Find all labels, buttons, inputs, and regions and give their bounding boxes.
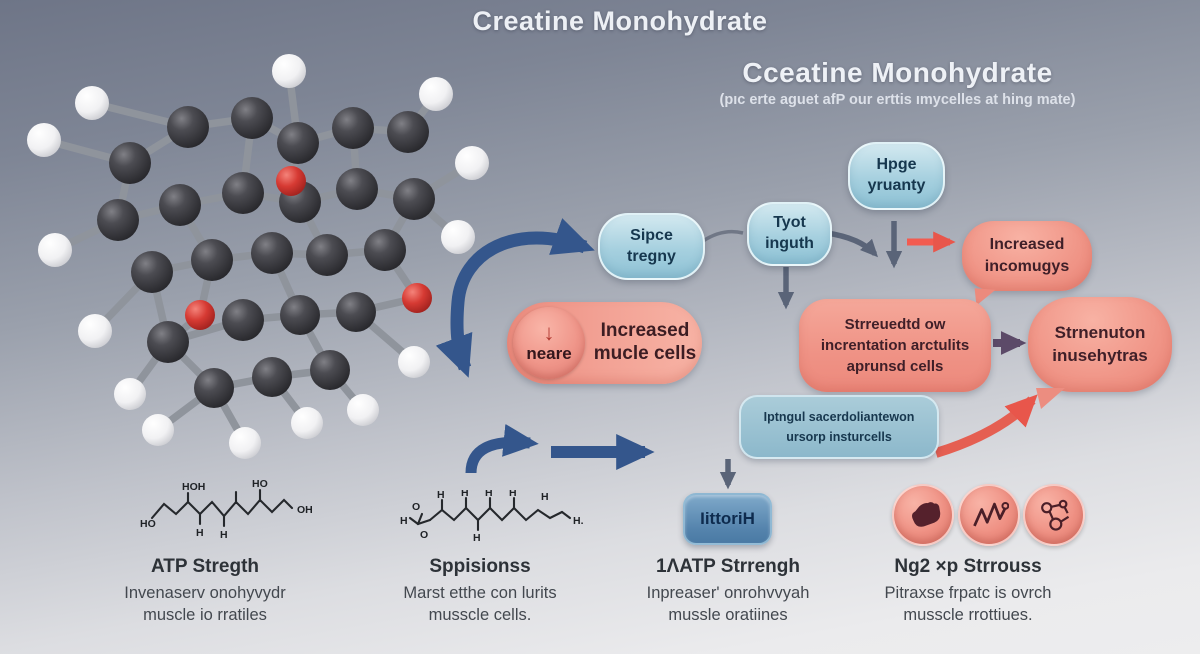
iittorih-button: IittoriH: [683, 493, 772, 545]
curve-up-arrow: [465, 423, 539, 474]
bubble-line: Sipce: [630, 226, 673, 244]
formula-label: HO: [140, 518, 156, 530]
connector-arc: [702, 229, 744, 243]
footer-title: Sppisionss: [429, 556, 531, 577]
speech-bubble-increased-incomugys: Increased incomugys: [962, 221, 1092, 307]
formula-label: O: [412, 501, 420, 513]
bubble-sipce-tregny: Sipce tregny: [598, 213, 705, 280]
formula-label: H: [541, 491, 549, 503]
formula-label: OH: [297, 504, 313, 516]
box-iptngul: Iptngul sacerdoliantewon ursorp insturce…: [739, 395, 939, 459]
zigzag-glyph: [973, 502, 1009, 527]
bubble-line: inusehytras: [1052, 345, 1148, 365]
footer-line: Marst etthe con lurits: [403, 584, 557, 602]
box-line: Iptngul sacerdoliantewon: [763, 410, 915, 424]
footer-column-atp-stregth: ATP Stregth Invenaserv onohyvydr muscle …: [85, 556, 325, 627]
formula-label: H: [437, 490, 445, 501]
footer-line: mussle oratiines: [668, 606, 788, 625]
box-line: increntation arctulits: [820, 337, 970, 354]
formula-label: H: [485, 490, 493, 499]
speech-bubble-strenuton: Strnenuton inusehytras: [1028, 297, 1172, 409]
bubble-line: yruanty: [867, 177, 926, 194]
pill-line: mucle cells: [593, 343, 697, 364]
button-label: IittoriH: [700, 509, 755, 528]
tyot-curve-arrow: [826, 230, 879, 258]
footer-line: Pitraxse frpatc is ovrch: [884, 584, 1052, 602]
footer-line: Inpreaser' onrohvvyah: [646, 584, 810, 602]
pill-line: Increased: [600, 320, 690, 342]
box-streuedtd: Strreuedtd ow increntation arctulits apr…: [799, 299, 991, 392]
box-line: aprunsd cells: [846, 358, 944, 375]
neare-badge: ↓ neare: [513, 307, 585, 379]
skeletal-formula-left: HO HOH HO OH H H: [140, 478, 313, 540]
formula-label: H: [220, 529, 228, 540]
box-line: Strreuedtd ow: [844, 316, 946, 333]
secondary-subtitle: (pıc erte aguet afP our erttis ımycelles…: [719, 92, 1076, 108]
formula-label: H: [461, 490, 469, 499]
bubble-line: Strnenuton: [1054, 322, 1146, 342]
formula-label: HO: [252, 478, 268, 490]
footer-line: musscle cells.: [428, 606, 532, 625]
bubble-line: Tyot: [773, 214, 806, 232]
footer-column-matp-strrengh: 1ΛATP Strrengh Inpreaser' onrohvvyah mus…: [608, 556, 848, 627]
footer-line: Invenaserv onohyvydr: [124, 584, 286, 602]
molecule-icon: [1023, 484, 1085, 546]
bubble-line: inguth: [765, 235, 814, 252]
formula-label: HOH: [182, 481, 205, 493]
bubble-line: incomugys: [984, 258, 1070, 275]
red-swoosh-arrow: [934, 394, 1038, 458]
fist-icon: [892, 484, 954, 546]
formula-label: H: [400, 515, 408, 527]
molecule-atoms: [27, 54, 489, 459]
box-line: ursorp insturcells: [786, 430, 892, 444]
footer-column-sppisionss: Sppisionss Marst etthe con lurits musscl…: [360, 556, 600, 627]
footer-line: muscle io rratiles: [143, 606, 267, 625]
formula-label: H.: [573, 515, 584, 527]
zigzag-pulse-icon: [958, 484, 1020, 546]
footer-column-ng2-strrouss: Ng2 ×p Strrouss Pitraxse frpatc is ovrch…: [840, 556, 1096, 627]
skeletal-formula-right: H O O H H H H H H H.: [400, 490, 584, 544]
neare-badge-label: neare: [526, 344, 572, 363]
footer-line: musscle rrottiues.: [903, 606, 1033, 625]
fist-glyph: [911, 502, 941, 527]
formula-label: H: [196, 527, 204, 539]
bubble-line: Hpge: [876, 156, 917, 174]
formula-label: H: [509, 490, 517, 499]
molecule-glyph: [1041, 499, 1070, 531]
bubble-tyot-inguth: Tyot inguth: [747, 202, 832, 266]
speech-tail: [1036, 388, 1065, 409]
bubble-line: Increased: [989, 236, 1065, 254]
molecule-3d-illustration: [27, 54, 489, 459]
footer-title: ATP Stregth: [150, 556, 260, 577]
secondary-title: Cceatine Monohydrate: [742, 57, 1053, 88]
curved-double-arrow: [435, 218, 595, 378]
pill-text: Increased mucle cells: [593, 302, 697, 384]
main-title: Creatine Monohydrate: [472, 6, 768, 36]
pill-increased-mucle-cells: ↓ neare Increased mucle cells: [507, 302, 702, 384]
formula-label: H: [473, 532, 481, 544]
down-arrow-icon: ↓: [543, 320, 555, 345]
formula-label: O: [420, 529, 428, 541]
bubble-line: tregny: [627, 247, 676, 265]
footer-title: 1ΛATP Strrengh: [656, 556, 800, 577]
footer-title: Ng2 ×p Strrouss: [894, 556, 1042, 577]
bubble-hpge-yruanty: Hpge yruanty: [848, 142, 945, 210]
